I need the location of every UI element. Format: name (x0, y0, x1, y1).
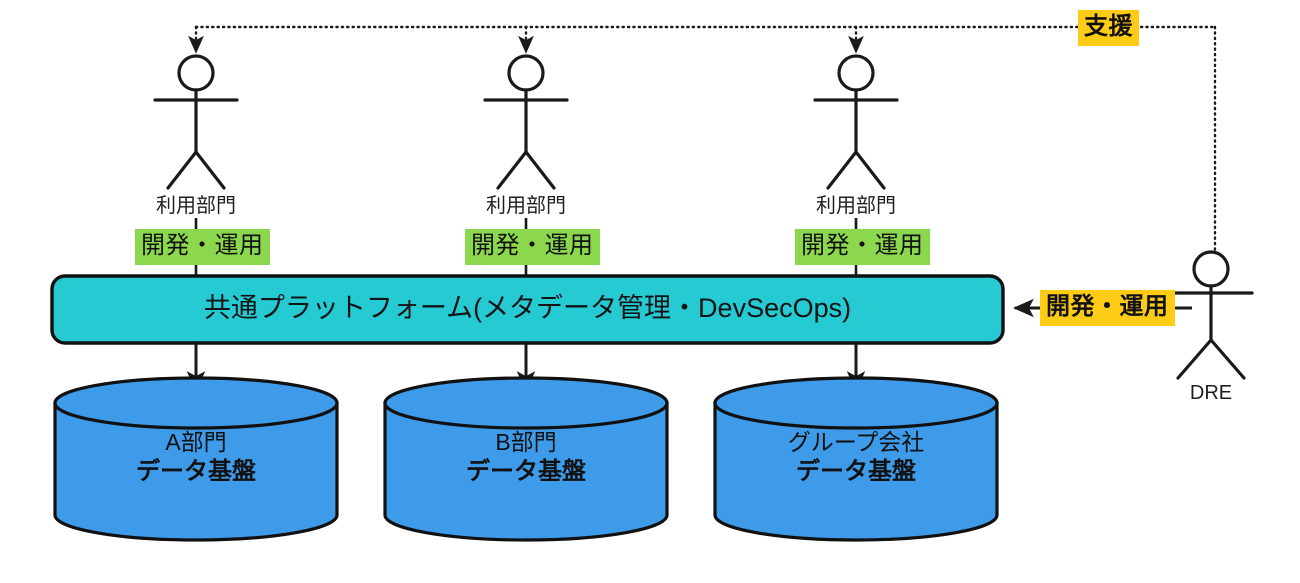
actor-head-icon (177, 54, 215, 92)
actor-leg-right (194, 150, 226, 190)
cylinder-body-a (53, 401, 339, 542)
store-b-label: B部門 データ基盤 (385, 428, 667, 488)
dre-figure (1168, 250, 1254, 380)
data-store-cylinder-b (383, 376, 669, 542)
store-a-label: A部門 データ基盤 (55, 428, 337, 488)
store-group-label: グループ会社 データ基盤 (715, 428, 997, 488)
dre-role-badge[interactable]: 開発・運用 (1040, 290, 1175, 327)
actor-figure-1 (153, 54, 239, 190)
cylinder-top-a (53, 376, 339, 430)
cylinder-top-group (713, 376, 999, 430)
store-b-line2: データ基盤 (466, 458, 586, 486)
data-store-cylinder-group (713, 376, 999, 542)
store-b-line1: B部門 (495, 429, 557, 455)
actor-head-icon (507, 54, 545, 92)
dre-head-icon (1192, 250, 1230, 288)
actor-3-label: 利用部門 (816, 195, 896, 217)
platform-label: 共通プラットフォーム(メタデータ管理・DevSecOps) (203, 293, 852, 323)
actor-leg-left (826, 150, 858, 190)
support-badge[interactable]: 支援 (1078, 10, 1139, 47)
actor-figure-2 (483, 54, 569, 190)
store-a-line2: データ基盤 (136, 458, 256, 486)
store-group-line1: グループ会社 (787, 429, 925, 455)
cylinder-top-b (383, 376, 669, 430)
actor-head-icon (837, 54, 875, 92)
actor-leg-right (854, 150, 886, 190)
actor-figure-3 (813, 54, 899, 190)
store-group-line2: データ基盤 (796, 458, 916, 486)
actor-1-label: 利用部門 (156, 195, 236, 217)
cylinder-body-group (713, 401, 999, 542)
actor-leg-left (496, 150, 528, 190)
dre-leg-left (1176, 338, 1213, 380)
actor-2-label: 利用部門 (486, 195, 566, 217)
actor-3-role-badge[interactable]: 開発・運用 (795, 229, 930, 266)
data-store-cylinder-a (53, 376, 339, 542)
actor-1-role-badge[interactable]: 開発・運用 (135, 229, 270, 266)
dre-leg-right (1209, 338, 1246, 380)
store-a-line1: A部門 (165, 429, 227, 455)
actor-leg-left (166, 150, 198, 190)
cylinder-body-b (383, 401, 669, 542)
support-dotted-network (188, 25, 1217, 254)
dre-label: DRE (1189, 382, 1233, 404)
actor-leg-right (524, 150, 556, 190)
actor-2-role-badge[interactable]: 開発・運用 (465, 229, 600, 266)
